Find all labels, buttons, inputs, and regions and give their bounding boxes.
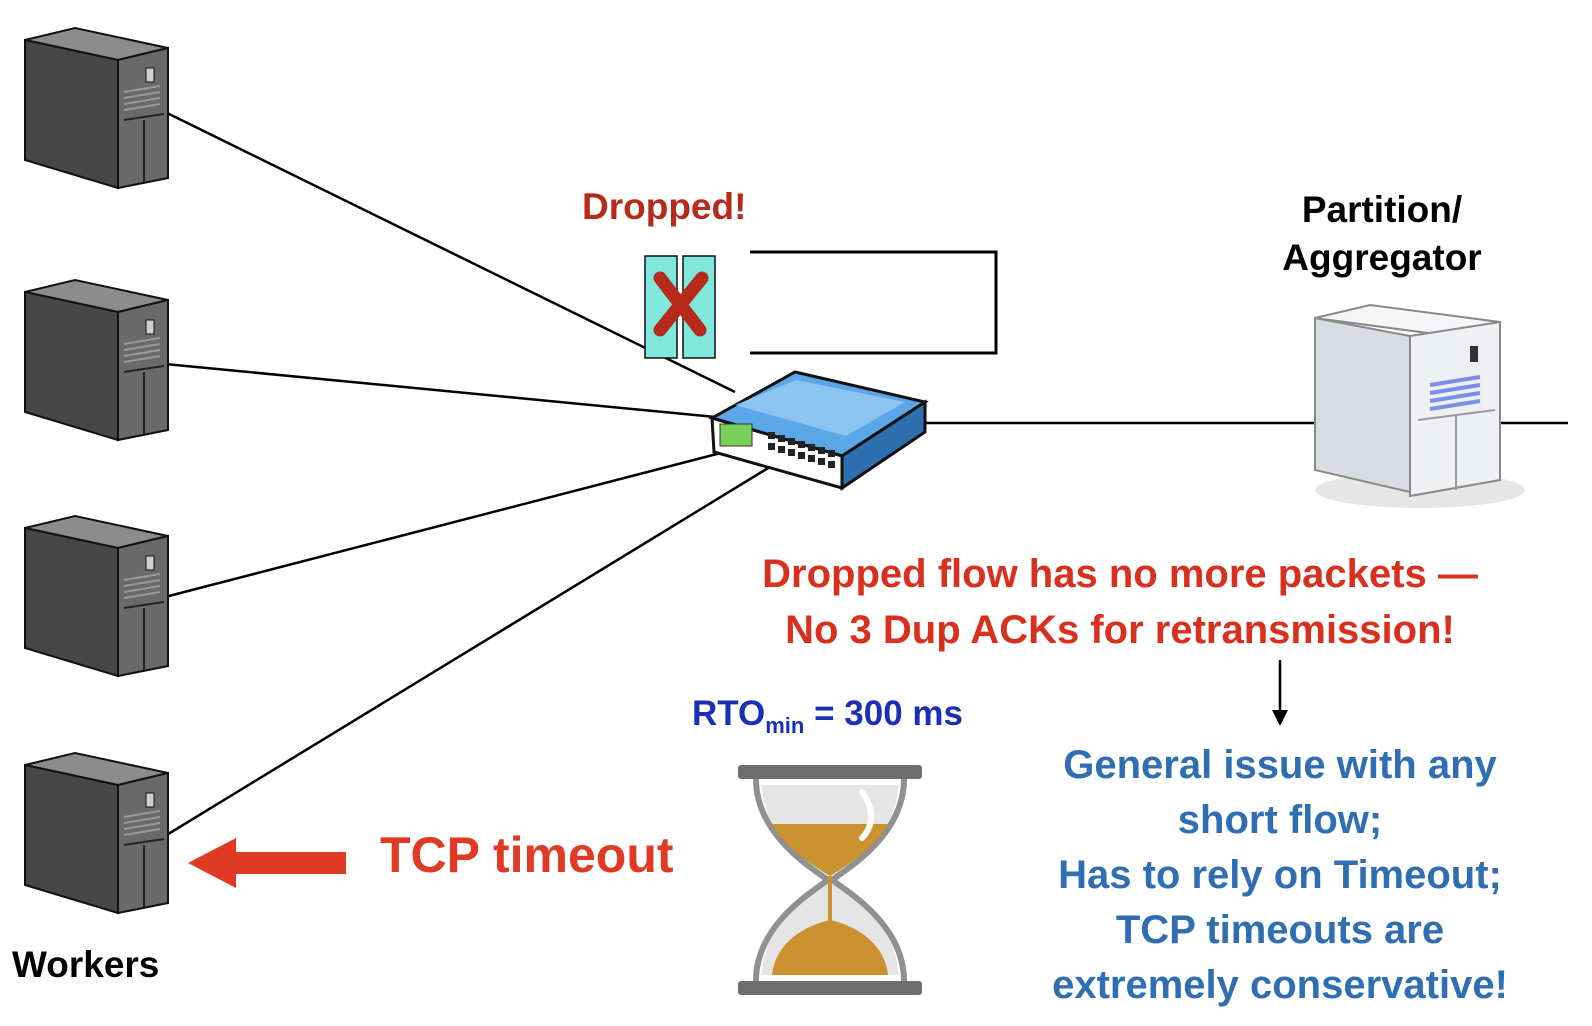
rto-value-text: = 300 ms bbox=[814, 694, 963, 733]
switch-queue-buffer bbox=[750, 250, 998, 355]
dropped-label: Dropped! bbox=[582, 186, 747, 227]
general-line4: TCP timeouts are bbox=[1115, 908, 1445, 952]
general-line5: extremely conservative! bbox=[1052, 963, 1508, 1007]
general-line2: short flow; bbox=[1177, 798, 1383, 842]
hourglass-icon bbox=[738, 765, 922, 995]
connection-lines bbox=[164, 110, 1568, 838]
rto-subscript: min bbox=[765, 713, 805, 738]
worker-server-icon-4 bbox=[24, 752, 169, 914]
red-x-icon bbox=[653, 271, 709, 337]
partition-aggregator-label: Partition/ Aggregator bbox=[1262, 186, 1502, 282]
worker-server-icon-2 bbox=[24, 279, 169, 441]
worker-server-icon-1 bbox=[24, 27, 169, 189]
partition-label-line1: Partition/ bbox=[1301, 189, 1463, 230]
dropped-flow-line2: No 3 Dup ACKs for retransmission! bbox=[785, 608, 1455, 652]
tcp-timeout-arrow bbox=[188, 838, 346, 888]
general-line1: General issue with any bbox=[1063, 743, 1497, 787]
rto-main-text: RTO bbox=[692, 694, 766, 733]
dropped-flow-line1: Dropped flow has no more packets — bbox=[762, 552, 1478, 596]
worker-server-icon-3 bbox=[24, 515, 169, 677]
rto-min-label: RTOmin = 300 ms bbox=[692, 694, 963, 739]
down-arrow bbox=[1272, 660, 1288, 726]
tcp-timeout-label: TCP timeout bbox=[380, 827, 674, 883]
aggregator-server-icon bbox=[1314, 303, 1525, 508]
dropped-flow-note: Dropped flow has no more packets — No 3 … bbox=[700, 546, 1540, 658]
workers-label: Workers bbox=[12, 944, 160, 985]
network-switch-icon bbox=[708, 370, 929, 491]
general-line3: Has to rely on Timeout; bbox=[1058, 853, 1502, 897]
general-issue-note: General issue with any short flow; Has t… bbox=[1010, 738, 1550, 1013]
partition-label-line2: Aggregator bbox=[1282, 237, 1482, 278]
